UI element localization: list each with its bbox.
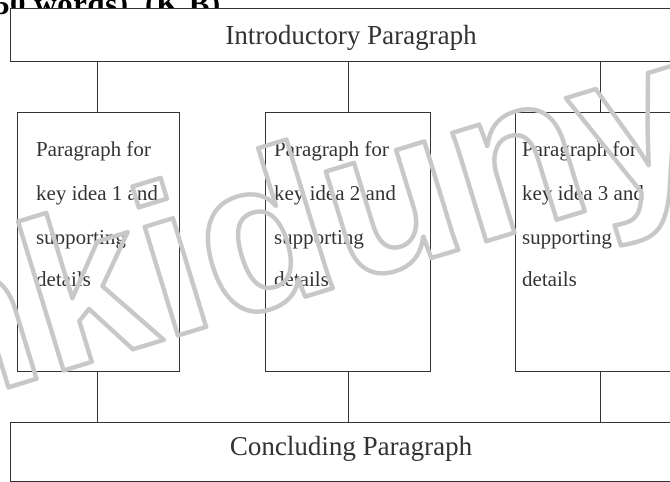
key-idea-2-line-2: key idea 2 and — [274, 181, 396, 205]
key-idea-3-line-4: details — [522, 267, 577, 291]
key-idea-2-box: Paragraph for key idea 2 and supporting … — [265, 112, 431, 372]
introductory-paragraph-label: Introductory Paragraph — [225, 20, 477, 50]
connector-intro-to-key-1 — [97, 62, 98, 112]
concluding-paragraph-label: Concluding Paragraph — [229, 431, 473, 461]
key-idea-3-line-2: key idea 3 and — [522, 181, 644, 205]
key-idea-1-box: Paragraph for key idea 1 and supporting … — [17, 112, 180, 372]
key-idea-2-line-1: Paragraph for — [274, 137, 389, 161]
concluding-paragraph-box: Concluding Paragraph — [10, 422, 670, 482]
connector-key-3-to-conclusion — [600, 372, 601, 422]
key-idea-1-line-3: supporting — [36, 225, 126, 249]
key-idea-2-line-4: details — [274, 267, 329, 291]
key-idea-1-line-2: key idea 1 and — [36, 181, 158, 205]
key-idea-2-line-3: supporting — [274, 225, 364, 249]
introductory-paragraph-box: Introductory Paragraph — [10, 8, 670, 62]
connector-key-1-to-conclusion — [97, 372, 98, 422]
key-idea-1-line-1: Paragraph for — [36, 137, 151, 161]
key-idea-1-line-4: details — [36, 267, 91, 291]
connector-intro-to-key-2 — [348, 62, 349, 112]
connector-key-2-to-conclusion — [348, 372, 349, 422]
connector-intro-to-key-3 — [600, 62, 601, 112]
key-idea-3-line-3: supporting — [522, 225, 612, 249]
key-idea-3-line-1: Paragraph for — [522, 137, 637, 161]
key-idea-3-box: Paragraph for key idea 3 and supporting … — [515, 112, 670, 372]
